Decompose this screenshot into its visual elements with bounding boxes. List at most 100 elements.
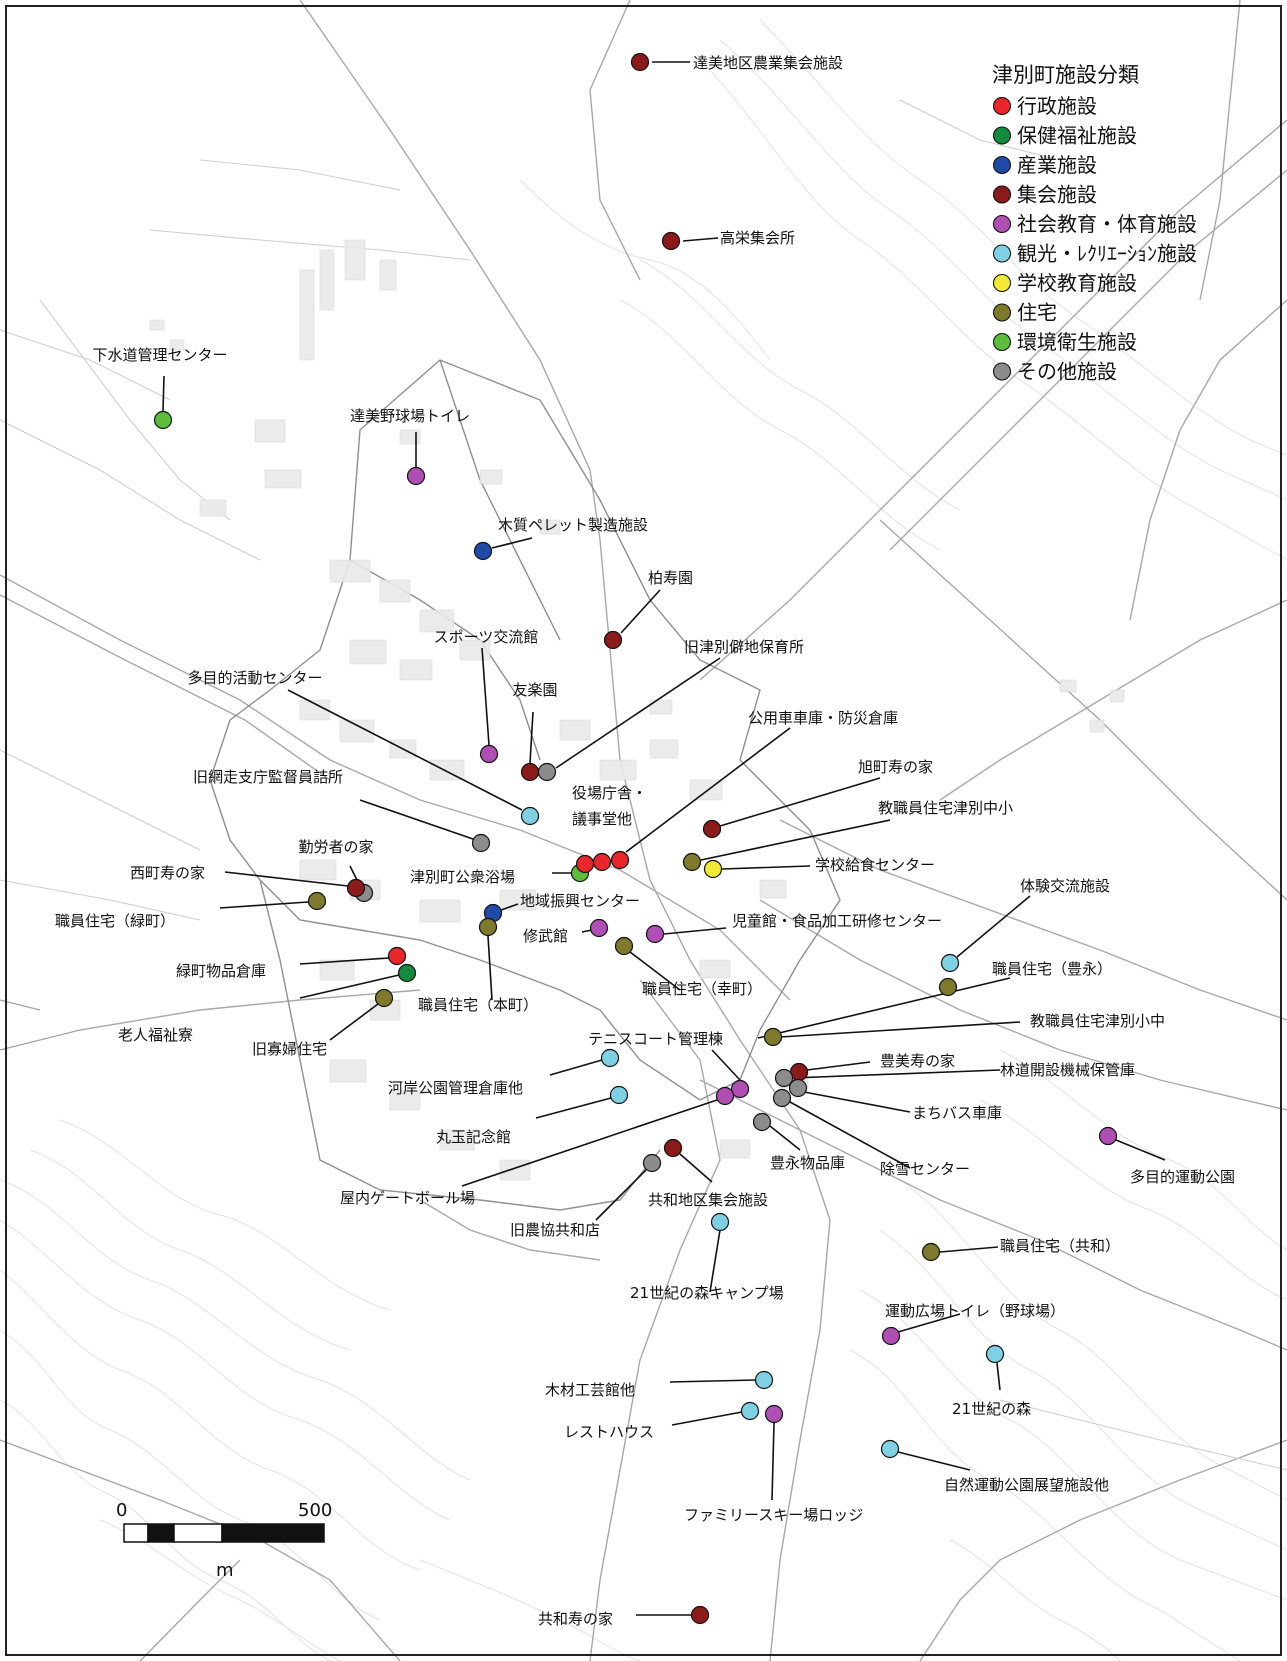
facility-label: 多目的運動公園 [1130, 1168, 1235, 1186]
facility-marker[interactable] [985, 1344, 1005, 1364]
facility-marker[interactable] [374, 988, 394, 1008]
facility-label: 林道開設機械保管庫 [1000, 1061, 1135, 1079]
facility-marker[interactable] [397, 963, 417, 983]
facility-marker[interactable] [764, 1404, 784, 1424]
leader-line [806, 1061, 871, 1071]
facility-label: 旧網走支庁監督員詰所 [193, 768, 343, 786]
leader-line [956, 895, 1031, 958]
leader-line [549, 1059, 603, 1076]
leader-line [491, 537, 533, 549]
facility-marker[interactable] [661, 231, 681, 251]
facility-marker[interactable] [740, 1401, 760, 1421]
facility-marker[interactable] [642, 1153, 662, 1173]
facility-marker[interactable] [1098, 1126, 1118, 1146]
facility-marker[interactable] [752, 1112, 772, 1132]
facility-marker[interactable] [645, 924, 665, 944]
legend-swatch [992, 362, 1012, 381]
leader-line [682, 237, 719, 242]
facility-label: 緑町物品倉庫 [176, 962, 266, 980]
facility-marker[interactable] [406, 466, 426, 486]
facility-marker[interactable] [478, 917, 498, 937]
facility-marker[interactable] [763, 1027, 783, 1047]
facility-marker[interactable] [630, 52, 650, 72]
facility-marker[interactable] [610, 850, 630, 870]
legend-swatch [992, 126, 1012, 145]
facility-marker[interactable] [774, 1068, 794, 1088]
leader-line [757, 977, 1011, 1039]
leader-line [299, 974, 400, 999]
facility-marker[interactable] [153, 410, 173, 430]
facility-marker[interactable] [589, 918, 609, 938]
facility-marker[interactable] [471, 833, 491, 853]
facility-label: 達美地区農業集会施設 [693, 54, 843, 72]
leader-line [709, 1229, 721, 1293]
facility-marker[interactable] [346, 878, 366, 898]
facility-marker[interactable] [940, 953, 960, 973]
facility-marker[interactable] [881, 1326, 901, 1346]
legend-swatch [992, 155, 1012, 175]
facility-marker[interactable] [754, 1370, 774, 1390]
facility-marker[interactable] [715, 1086, 735, 1106]
facility-marker[interactable] [663, 1138, 683, 1158]
leader-line [789, 1101, 911, 1169]
facility-marker[interactable] [921, 1242, 941, 1262]
facility-label: テニスコート管理棟 [588, 1030, 723, 1048]
leader-line [500, 903, 519, 911]
facility-marker[interactable] [307, 891, 327, 911]
facility-marker[interactable] [703, 859, 723, 879]
facility-marker[interactable] [520, 806, 540, 826]
facility-markers [153, 52, 1118, 1625]
facility-marker[interactable] [730, 1079, 750, 1099]
facility-marker[interactable] [682, 852, 702, 872]
facility-label: ファミリースキー場ロッジ [684, 1506, 863, 1524]
scale-segment [173, 1523, 223, 1543]
scale-bar: 0 500 m [116, 1500, 332, 1581]
facility-label: 共和地区集会施設 [648, 1191, 768, 1209]
leader-line [671, 1411, 743, 1426]
facility-marker[interactable] [575, 854, 595, 874]
leader-line [219, 901, 309, 909]
facility-label: 学校給食センター [815, 856, 935, 874]
facility-label: 21世紀の森キャンプ場 [630, 1284, 784, 1302]
facility-marker[interactable] [702, 819, 722, 839]
scale-end-label: 500 [298, 1500, 332, 1521]
facility-label: 役場庁舎・ [572, 784, 647, 802]
facility-marker[interactable] [603, 630, 623, 650]
legend-item-label: 産業施設 [1017, 153, 1097, 177]
facility-marker[interactable] [600, 1048, 620, 1068]
facility-label: 屋内ゲートボール場 [340, 1189, 475, 1207]
legend-item-label: 住宅 [1017, 301, 1057, 325]
facility-label: 共和寿の家 [538, 1610, 613, 1628]
facility-marker[interactable] [772, 1088, 792, 1108]
facility-label: 河岸公園管理倉庫他 [388, 1079, 523, 1097]
facility-label: 友楽園 [512, 681, 557, 699]
facility-marker[interactable] [479, 744, 499, 764]
facility-marker[interactable] [520, 762, 540, 782]
leader-line [359, 799, 474, 840]
facility-label: 旧寡婦住宅 [252, 1040, 327, 1058]
leader-line [329, 1003, 379, 1041]
legend-item-label: 学校教育施設 [1017, 271, 1137, 295]
facility-marker[interactable] [710, 1212, 730, 1232]
facility-marker[interactable] [592, 852, 612, 872]
facility-marker[interactable] [788, 1078, 808, 1098]
legend-title: 津別町施設分類 [992, 63, 1139, 87]
facility-marker[interactable] [614, 936, 634, 956]
facility-marker[interactable] [938, 977, 958, 997]
facility-label: スポーツ交流館 [434, 628, 539, 646]
leader-line [679, 1153, 713, 1183]
facility-marker[interactable] [387, 946, 407, 966]
facility-label: 木材工芸館他 [545, 1381, 635, 1399]
leader-line [771, 1422, 775, 1501]
facility-marker[interactable] [690, 1605, 710, 1625]
facility-marker[interactable] [473, 541, 493, 561]
scale-segment [147, 1523, 175, 1543]
facility-marker[interactable] [609, 1085, 629, 1105]
facility-label: 多目的活動センター [187, 669, 322, 687]
facility-label: 木質ペレット製造施設 [498, 516, 648, 534]
scale-start-label: 0 [116, 1500, 127, 1521]
facility-marker[interactable] [537, 762, 557, 782]
legend-item-label: 観光・ﾚｸﾘｴｰｼｮﾝ施設 [1017, 242, 1197, 266]
facility-marker[interactable] [880, 1439, 900, 1459]
